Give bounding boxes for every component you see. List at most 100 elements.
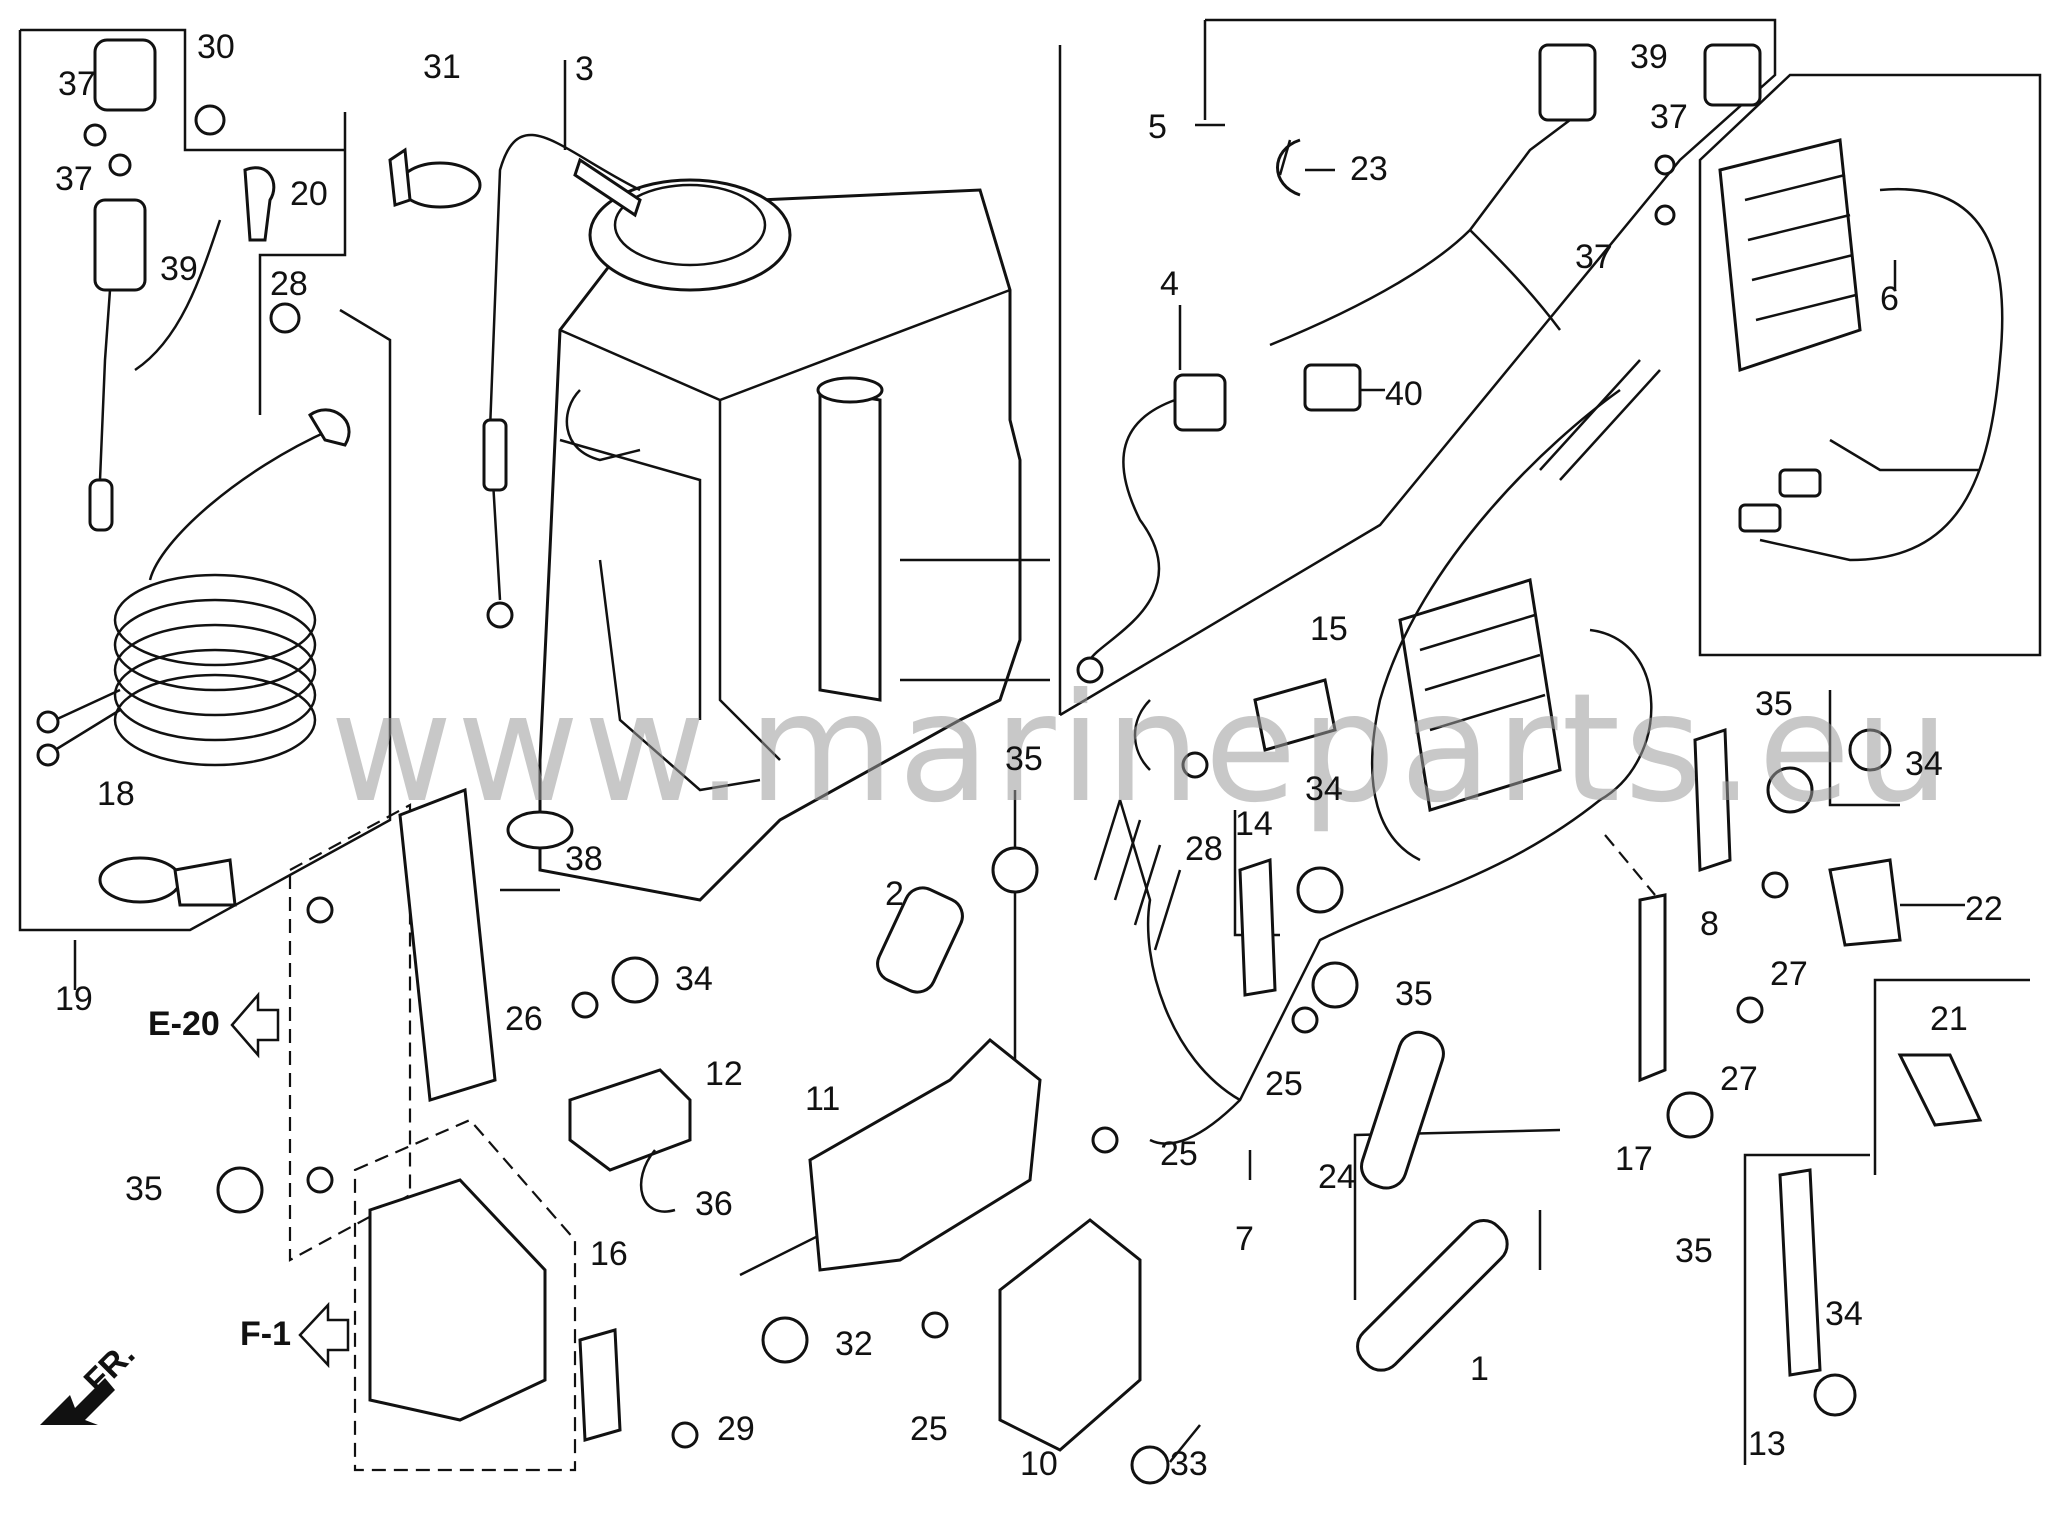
harness-7-lead [1118,799,1241,1102]
group-6-border [1698,73,2042,657]
reference-arrows: E-20 F-1 FR. [40,991,350,1425]
cap-39-right [1703,43,1762,107]
group-5-parts [1076,43,1762,684]
label-35a: 35 [125,1170,163,1208]
grommet-34-mid [611,956,659,1004]
harness-7-plugs [1093,799,1182,951]
label-32: 32 [835,1325,873,1363]
label-31: 31 [423,48,461,86]
regulator-6 [1718,138,1862,373]
group-5-border [1059,18,1777,717]
label-6: 6 [1880,280,1899,318]
harness-7-branch-up [1539,359,1661,481]
connector-top [1538,43,1597,122]
label-24: 24 [1318,1158,1356,1196]
label-11: 11 [805,1080,840,1118]
regulator-6-plug-2 [1778,468,1822,498]
bracket-12 [568,1068,692,1172]
label-16: 16 [590,1235,628,1273]
engine-pulley [565,389,641,462]
wire-coil [148,428,331,581]
harness-5-branch [1469,229,1561,331]
group-borders [18,18,2042,1472]
washer-37d [1654,204,1676,226]
coil-lead-1 [54,688,121,722]
harness-7-parts [1093,359,1661,1145]
bolt-left-1 [306,896,334,924]
bracket-left [398,787,497,1102]
cable-3 [482,133,642,629]
tube-24 [1360,1030,1445,1190]
label-2: 2 [885,875,904,913]
label-22: 22 [1965,890,2003,928]
ring-terminal-1 [36,710,60,734]
relay-body [93,198,147,292]
bolt-left-2 [306,1166,334,1194]
regulator-6-cable [1759,187,2004,562]
bracket-13 [1778,1168,1822,1377]
label-15: 15 [1310,610,1348,648]
engine-block [538,178,1050,902]
front-arrow-icon [40,1378,115,1425]
group-17-border [1604,834,1656,896]
clip-22 [1828,858,1902,947]
label-34c: 34 [1905,745,1943,783]
label-38: 38 [565,840,603,878]
rectifier-block [1398,578,1562,812]
label-30: 30 [197,28,235,66]
group-13-border [1743,1153,1870,1465]
harness-4-wire [1088,398,1176,661]
tube-1 [1356,1219,1509,1372]
label-4: 4 [1160,265,1179,303]
engine-top-cap [588,178,792,292]
engine-top-cap-inner [613,183,767,267]
relay-wire [98,289,112,481]
bolt-27b [1736,996,1764,1024]
bolt-29 [671,1421,699,1449]
grommet-34-center [1296,866,1344,914]
label-35b: 35 [1005,740,1043,778]
clip-21 [1897,1053,1983,1127]
coil-1 [113,573,317,667]
label-29: 29 [717,1410,755,1448]
label-37a: 37 [58,65,96,103]
relay-terminal [88,478,114,532]
label-37b: 37 [55,160,93,198]
engine-cylinder [818,388,882,702]
cable-3-sleeve [482,418,508,492]
grommet-35-center [991,846,1039,894]
label-40: 40 [1385,375,1423,413]
terminal-block-10 [998,1218,1142,1452]
band-31 [398,161,482,209]
clamp-18 [98,856,182,904]
grommet-32 [761,1316,809,1364]
group-34-border [1828,690,1900,807]
coil-3 [113,623,317,717]
label-35e: 35 [1675,1232,1713,1270]
group-left-dashed [288,803,412,1262]
label-19: 19 [55,980,93,1018]
nut-30 [194,104,226,136]
leader-23b [1278,139,1292,176]
leader-lines [73,60,1965,1463]
engine-cylinder-top [816,376,884,404]
washer-37c [1654,154,1676,176]
washer-37a [83,123,107,147]
label-34a: 34 [675,960,713,998]
group-19-parts [36,38,482,907]
watermark-text: www.marineparts.eu [330,662,1954,836]
label-35d: 35 [1755,685,1793,723]
bolt-26 [571,991,599,1019]
regulator-6-plug-1 [1738,503,1782,533]
coil-2 [113,598,317,692]
bracket-16 [578,1328,622,1442]
bolt-25c [921,1311,949,1339]
label-20: 20 [290,175,328,213]
bracket-11 [808,1037,1042,1272]
label-3: 3 [575,50,594,88]
group-20-border [258,112,347,415]
leader-33 [1169,1424,1201,1463]
harness-7-wire-2 [1133,699,1151,771]
